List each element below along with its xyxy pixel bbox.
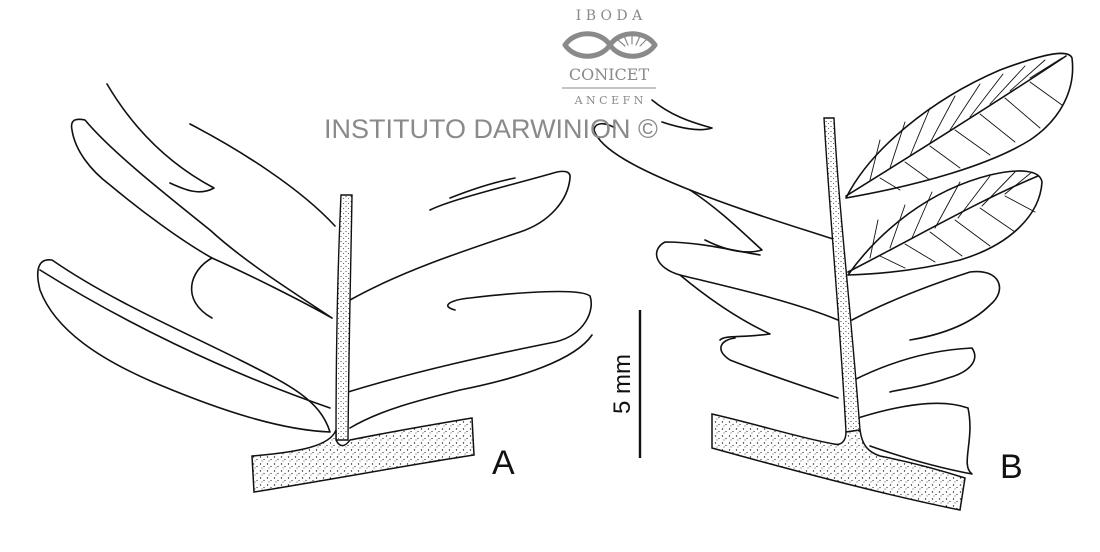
panel-b-drawing [593,52,1074,475]
panel-b-left-notch-2 [679,274,771,341]
panel-a-right-notch-1 [449,177,516,199]
scale-bar-label: 5 mm [609,354,636,414]
panel-a-upper-segment-1 [106,83,215,193]
panel-b-right-lobe-3 [857,402,973,475]
panel-b-label: B [1000,448,1023,486]
conicet-logo-icon [562,31,658,59]
watermark-iboda: I B O D A [576,8,643,24]
panel-b-veins [869,57,1063,269]
panel-b-rachis [711,413,966,511]
panel-a-label: A [492,444,515,482]
watermark-conicet: CONICET [569,65,650,84]
panel-a-drawing [36,83,593,433]
panel-b-veined-lobe-lower-midrib [847,175,1039,273]
panel-b-right-lobe-1 [851,270,1001,341]
panel-b-veined-lobe-upper [845,52,1074,199]
panel-b-left-lobe-mid [655,241,839,321]
panel-b-veined-lobe-lower [847,170,1043,276]
panel-a-left-notch-1 [190,257,213,319]
panel-a-right-lobe-lower [347,290,592,393]
panel-b-left-lobe-low [720,337,839,399]
panel-b-right-lobe-2 [853,347,976,393]
panel-a-rachis [251,417,475,493]
panel-b-upper-segment [651,99,713,131]
panel-a-right-lobe-bottom [349,334,593,429]
panel-b-left-lobe-top [593,122,837,241]
panel-a-upper-segment-2 [189,123,336,227]
panel-a-left-lobe-midline [39,269,331,409]
panel-b-left-notch-1 [689,189,763,253]
panel-a-left-lobe-lower [36,259,331,433]
watermark: I B O D A CONICET A N C E F N INSTITUTO … [324,8,658,144]
panel-b-veined-lobe-upper-midrib [845,55,1067,197]
panel-a-left-lobe-upper [70,118,333,319]
panel-a-costa [335,194,353,441]
watermark-ancefn: A N C E F N [574,94,644,107]
watermark-institution: INSTITUTO DARWINION © [324,114,658,144]
panel-a-right-lobe-upper [349,170,571,301]
